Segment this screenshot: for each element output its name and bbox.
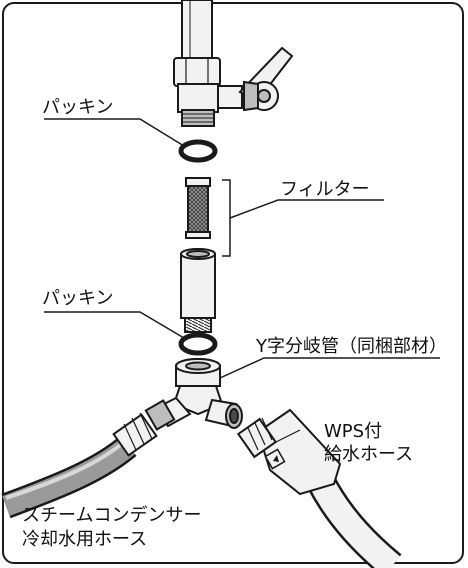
- label-steam-hose-line2: 冷却水用ホース: [22, 529, 147, 550]
- label-steam-hose-line1: スチームコンデンサー: [22, 505, 201, 526]
- leader-packing-top: [44, 118, 185, 147]
- leader-filter: [229, 199, 384, 219]
- label-wps-hose-line1: WPS付: [324, 421, 382, 442]
- water-faucet: [173, 0, 294, 127]
- filter-bracket: [222, 179, 231, 257]
- label-filter: フィルター: [280, 179, 370, 200]
- leader-packing-bottom: [44, 311, 185, 339]
- filter: [185, 177, 211, 239]
- wps-water-hose: [236, 408, 402, 568]
- label-packing-bottom: パッキン: [42, 288, 113, 309]
- gasket-bottom: [178, 332, 218, 356]
- y-joint: [144, 358, 243, 431]
- diagram-frame: [2, 2, 464, 564]
- label-y-joint: Y字分岐管（同梱部材）: [255, 336, 447, 357]
- filter-housing: [180, 248, 216, 333]
- label-packing-top: パッキン: [42, 97, 113, 118]
- leader-y-joint: [219, 357, 440, 379]
- gasket-top: [178, 139, 218, 163]
- label-wps-hose-line2: 給水ホース: [324, 444, 413, 465]
- steam-condenser-hose: [1, 412, 158, 519]
